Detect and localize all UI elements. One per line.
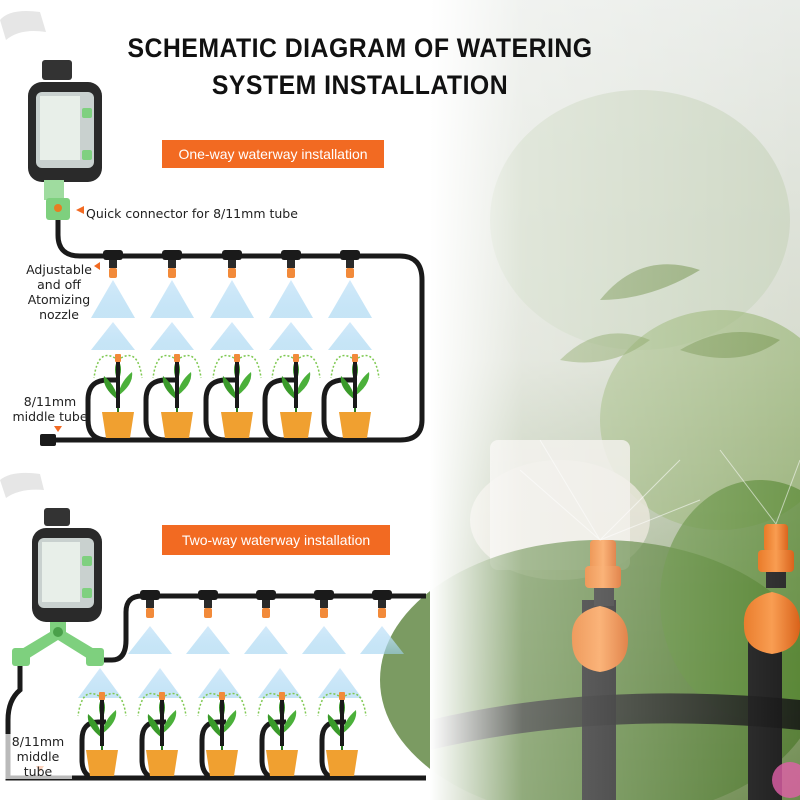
faucet-icon-2 — [0, 472, 44, 498]
plant-row-one-way — [93, 354, 380, 438]
spray-one-way-4 — [269, 280, 313, 318]
spray-lower-one-way-2 — [150, 322, 194, 350]
faucet-icon — [0, 11, 46, 40]
plant-two-way-3 — [197, 692, 247, 776]
plant-one-way-3 — [212, 354, 262, 438]
spray-row-two-way-low — [78, 668, 362, 698]
tube-label-two-way: 8/11mm middle tube — [4, 734, 72, 779]
spray-two-way-5 — [360, 626, 404, 654]
spray-two-way-low-5 — [318, 668, 362, 698]
plant-one-way-1 — [93, 354, 143, 438]
y-splitter-icon — [12, 622, 104, 666]
tube-label-one-way: 8/11mm middle tube — [2, 394, 98, 424]
spray-two-way-low-4 — [258, 668, 302, 698]
nozzle-one-way-2 — [162, 250, 182, 278]
water-timer-one-way — [28, 60, 102, 200]
spray-lower-one-way-1 — [91, 322, 135, 350]
spray-one-way-5 — [328, 280, 372, 318]
spray-two-way-low-2 — [138, 668, 182, 698]
nozzle-two-way-3 — [256, 590, 276, 618]
nozzle-two-way-2 — [198, 590, 218, 618]
spray-two-way-low-3 — [198, 668, 242, 698]
spray-one-way-3 — [210, 280, 254, 318]
spray-two-way-2 — [186, 626, 230, 654]
plant-one-way-4 — [271, 354, 321, 438]
spray-lower-one-way-4 — [269, 322, 313, 350]
nozzle-row-two-way-top — [128, 590, 404, 654]
quick-connector-label: Quick connector for 8/11mm tube — [86, 206, 298, 221]
plant-two-way-5 — [317, 692, 367, 776]
plant-two-way-1 — [77, 692, 127, 776]
nozzle-two-way-5 — [372, 590, 392, 618]
spray-one-way-1 — [91, 280, 135, 318]
spray-lower-one-way-3 — [210, 322, 254, 350]
nozzle-label-line3: Atomizing — [27, 292, 91, 307]
spray-two-way-4 — [302, 626, 346, 654]
nozzle-one-way-5 — [340, 250, 360, 278]
diagram-title-line1: SCHEMATIC DIAGRAM OF WATERING — [127, 33, 593, 63]
quick-connector-icon — [46, 198, 70, 220]
spray-lower-one-way-5 — [328, 322, 372, 350]
plant-one-way-5 — [330, 354, 380, 438]
plant-one-way-2 — [152, 354, 202, 438]
nozzle-label-line1: Adjustable — [26, 262, 92, 277]
two-way-banner: Two-way waterway installation — [162, 525, 390, 555]
spray-two-way-3 — [244, 626, 288, 654]
tube-label-two-way-line3: tube — [23, 764, 53, 779]
nozzle-two-way-1 — [140, 590, 160, 618]
nozzle-label-line2: and off — [37, 277, 81, 292]
nozzle-label-line4: nozzle — [39, 307, 79, 322]
garden-photo — [380, 0, 800, 800]
spray-two-way-1 — [128, 626, 172, 654]
diagram-title-line2: SYSTEM INSTALLATION — [211, 70, 509, 100]
plant-row-two-way — [77, 692, 367, 776]
nozzle-one-way-3 — [222, 250, 242, 278]
tube-label-two-way-line2: middle — [16, 749, 60, 764]
spray-one-way-2 — [150, 280, 194, 318]
tube-label-one-way-line2: middle tube — [12, 409, 88, 424]
tube-label-two-way-line1: 8/11mm — [11, 734, 65, 749]
nozzle-two-way-4 — [314, 590, 334, 618]
plant-two-way-2 — [137, 692, 187, 776]
tube-label-one-way-line1: 8/11mm — [23, 394, 77, 409]
plant-two-way-4 — [257, 692, 307, 776]
nozzle-one-way-1 — [103, 250, 123, 278]
one-way-banner: One-way waterway installation — [162, 140, 384, 168]
tube-network-one-way — [52, 220, 425, 443]
nozzle-row-one-way — [91, 250, 372, 350]
nozzle-label: Adjustable and off Atomizing nozzle — [14, 262, 104, 322]
nozzle-one-way-4 — [281, 250, 301, 278]
water-timer-two-way — [32, 508, 102, 622]
spray-two-way-low-1 — [78, 668, 122, 698]
